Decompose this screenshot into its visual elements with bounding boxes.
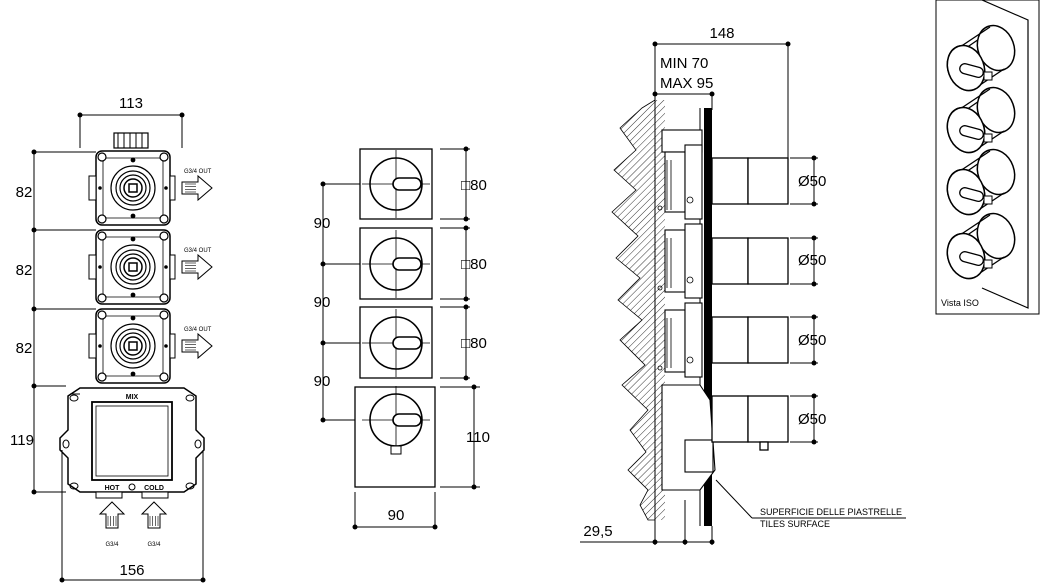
dim-plate-1: □80 bbox=[461, 177, 487, 194]
inlet-arrow-hot-icon bbox=[99, 501, 125, 529]
dim-height-4: 119 bbox=[10, 432, 34, 449]
inlet-arrow-cold-icon bbox=[141, 501, 167, 529]
dim-height-2: 82 bbox=[16, 262, 33, 279]
dim-plate-width: 90 bbox=[388, 507, 405, 524]
mix-label: MIX bbox=[126, 394, 139, 401]
out-arrow-icon bbox=[181, 254, 213, 280]
dim-knob-2: Ø50 bbox=[798, 252, 826, 269]
dim-height-1: 82 bbox=[16, 184, 33, 201]
dim-plate-2: □80 bbox=[461, 256, 487, 273]
tiles-label-it: SUPERFICIE DELLE PIASTRELLE bbox=[760, 507, 902, 517]
tiles-surface bbox=[704, 108, 712, 526]
front-view: 113 82 82 82 119 G3/4 OUT G3/4 OUT bbox=[10, 95, 213, 583]
inlet-label-cold: G3/4 bbox=[147, 542, 161, 548]
valve-body-2 bbox=[88, 229, 176, 305]
knob-diameter-dims bbox=[790, 155, 818, 445]
top-connector bbox=[113, 132, 149, 149]
dim-plate-3: □80 bbox=[461, 335, 487, 352]
dim-pitch-1: 90 bbox=[314, 215, 331, 232]
plate-view: 90 90 90 □80 □80 □80 bbox=[314, 146, 490, 530]
dim-offset: 29,5 bbox=[583, 523, 612, 540]
dim-pitch-2: 90 bbox=[314, 294, 331, 311]
out-arrow-icon bbox=[181, 333, 213, 359]
dim-knob-4: Ø50 bbox=[798, 411, 826, 428]
dim-width-bottom: 156 bbox=[119, 562, 144, 579]
inlet-label-hot: G3/4 bbox=[105, 542, 119, 548]
dim-width-top: 113 bbox=[119, 95, 143, 112]
iso-label: Vista ISO bbox=[941, 298, 979, 308]
hot-label: HOT bbox=[105, 485, 121, 492]
dim-knob-3: Ø50 bbox=[798, 332, 826, 349]
out-label-1: G3/4 OUT bbox=[184, 169, 212, 175]
wall-hatch bbox=[611, 99, 656, 521]
dim-knob-1: Ø50 bbox=[798, 173, 826, 190]
mixer-box: MIX HOT COLD bbox=[59, 387, 205, 499]
side-view: 148 MIN 70 MAX 95 bbox=[580, 25, 906, 545]
dim-min: MIN 70 bbox=[660, 55, 708, 72]
dim-pitch-3: 90 bbox=[314, 373, 331, 390]
out-label-2: G3/4 OUT bbox=[184, 248, 212, 254]
valve-body-3 bbox=[88, 308, 176, 384]
dim-max: MAX 95 bbox=[660, 75, 713, 92]
dim-mixer-height: 110 bbox=[466, 429, 490, 446]
valve-body-1 bbox=[88, 150, 176, 226]
out-label-3: G3/4 OUT bbox=[184, 327, 212, 333]
dim-total-depth: 148 bbox=[709, 25, 734, 42]
cold-label: COLD bbox=[144, 485, 164, 492]
dim-height-3: 82 bbox=[16, 340, 33, 357]
iso-view: Vista ISO bbox=[935, 0, 1040, 315]
tiles-label-en: TILES SURFACE bbox=[760, 519, 830, 529]
out-arrow-icon bbox=[181, 175, 213, 201]
